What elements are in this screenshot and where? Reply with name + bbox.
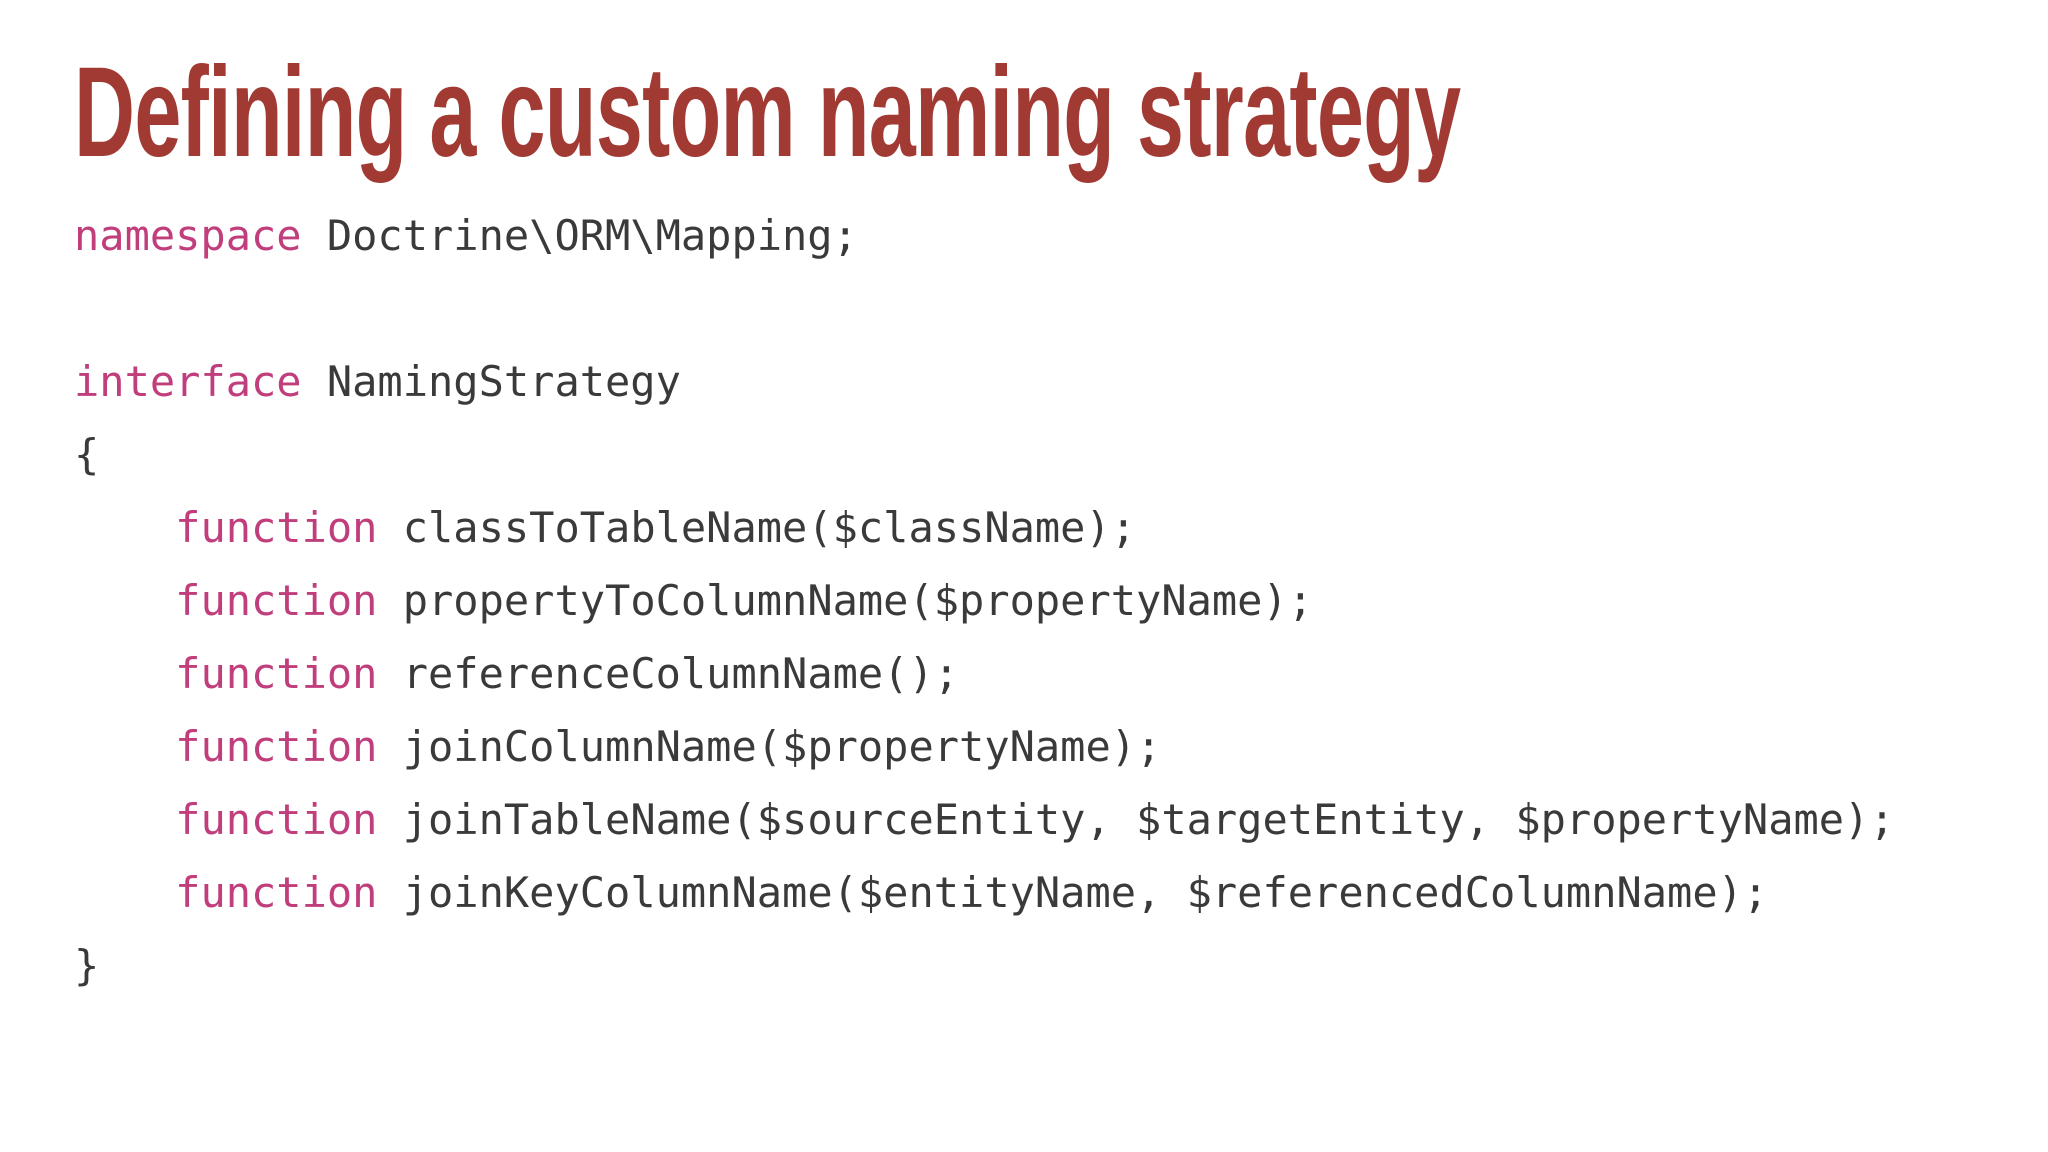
- code-line: {: [74, 418, 1895, 491]
- slide-title: Defining a custom naming strategy: [74, 41, 1461, 184]
- code-line: function referenceColumnName();: [74, 637, 1895, 710]
- code-keyword: function: [175, 722, 378, 771]
- code-text: referenceColumnName();: [377, 649, 960, 698]
- code-keyword: function: [175, 795, 378, 844]
- code-keyword: namespace: [74, 211, 302, 260]
- code-line: function classToTableName($className);: [74, 491, 1895, 564]
- code-keyword: function: [175, 503, 378, 552]
- code-text: joinTableName($sourceEntity, $targetEnti…: [377, 795, 1895, 844]
- code-block: namespace Doctrine\ORM\Mapping; interfac…: [74, 199, 1895, 1002]
- code-text: joinKeyColumnName($entityName, $referenc…: [377, 868, 1769, 917]
- code-text: [74, 503, 175, 552]
- code-text: classToTableName($className);: [377, 503, 1137, 552]
- code-text: [74, 576, 175, 625]
- code-text: NamingStrategy: [301, 357, 681, 406]
- code-text: [74, 868, 175, 917]
- code-line: }: [74, 929, 1895, 1002]
- code-text: [74, 649, 175, 698]
- code-text: propertyToColumnName($propertyName);: [377, 576, 1314, 625]
- code-line: function propertyToColumnName($propertyN…: [74, 564, 1895, 637]
- code-text: [74, 795, 175, 844]
- code-text: {: [74, 430, 100, 479]
- code-text: joinColumnName($propertyName);: [377, 722, 1162, 771]
- code-line: function joinTableName($sourceEntity, $t…: [74, 783, 1895, 856]
- code-text: Doctrine\ORM\Mapping;: [301, 211, 858, 260]
- code-keyword: function: [175, 868, 378, 917]
- code-line: interface NamingStrategy: [74, 345, 1895, 418]
- code-text: }: [74, 941, 100, 990]
- code-line: function joinKeyColumnName($entityName, …: [74, 856, 1895, 929]
- code-text: [74, 722, 175, 771]
- code-line: [74, 272, 1895, 345]
- code-keyword: function: [175, 576, 378, 625]
- code-keyword: interface: [74, 357, 302, 406]
- code-line: function joinColumnName($propertyName);: [74, 710, 1895, 783]
- code-line: namespace Doctrine\ORM\Mapping;: [74, 199, 1895, 272]
- code-keyword: function: [175, 649, 378, 698]
